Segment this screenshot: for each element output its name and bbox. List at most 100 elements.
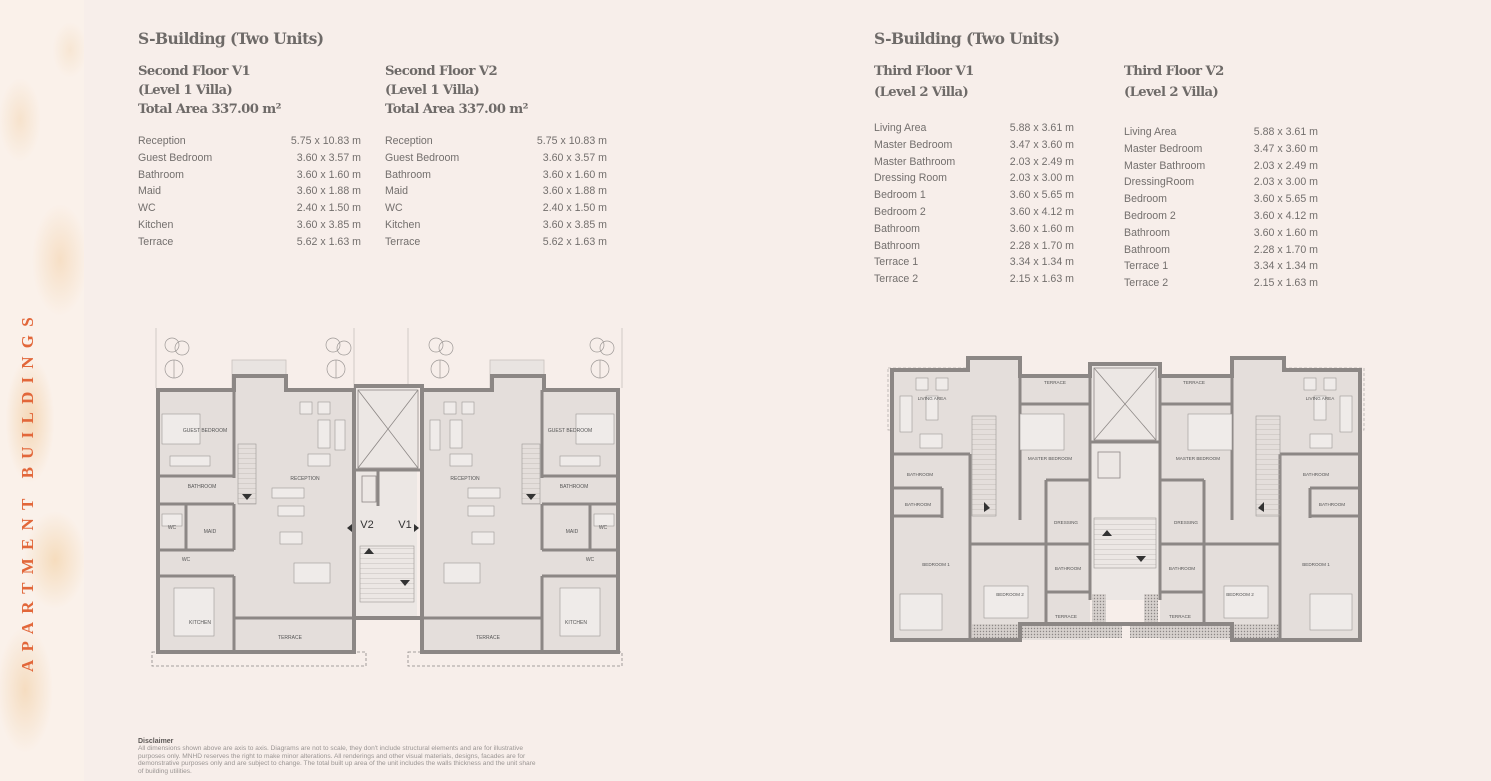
unit-level: (Level 1 Villa) bbox=[385, 83, 480, 98]
floor-plan-second-floor: GUEST BEDROOM BATHROOM RECEPTION MAID WC… bbox=[151, 328, 623, 667]
label-entry-v1: V1 bbox=[398, 519, 411, 531]
label-terrace-v1: TERRACE bbox=[476, 635, 501, 641]
label-maid: MAID bbox=[204, 529, 217, 535]
room-name: Reception bbox=[385, 135, 433, 147]
room-dim: 3.34 x 1.34 m bbox=[1009, 256, 1074, 269]
label-reception-v1: RECEPTION bbox=[450, 476, 480, 482]
room-dim: 3.60 x 4.12 m bbox=[1009, 205, 1074, 218]
room-name: Living Area bbox=[1124, 126, 1177, 138]
room-dim: 3.60 x 1.60 m bbox=[542, 168, 607, 181]
room-name: DressingRoom bbox=[1124, 176, 1195, 189]
room-name: Living Area bbox=[874, 122, 927, 134]
label-wc-v1: WC bbox=[599, 525, 608, 531]
room-name: Terrace bbox=[385, 235, 421, 248]
label-bathroom-v2-2: BATHROOM bbox=[1319, 502, 1345, 507]
room-dim: 3.47 x 3.60 m bbox=[1253, 142, 1318, 155]
room-name: WC bbox=[385, 202, 403, 215]
label-bathroom-3: BATHROOM bbox=[1055, 566, 1081, 571]
room-name: Bedroom bbox=[1124, 193, 1167, 206]
label-dressing: DRESSING bbox=[1054, 520, 1078, 525]
room-name: Master Bedroom bbox=[874, 138, 953, 151]
unit-floor: Third Floor V2 bbox=[1124, 64, 1224, 79]
room-name: Master Bathroom bbox=[874, 155, 956, 168]
room-row: Master Bathroom 2.03 x 2.49 m bbox=[874, 154, 1074, 171]
room-dim: 2.28 x 1.70 m bbox=[1253, 243, 1318, 256]
label-bathroom-v2: BATHROOM bbox=[1303, 472, 1329, 477]
room-dim: 5.75 x 10.83 m bbox=[290, 135, 361, 147]
label-bedroom-2: BEDROOM 2 bbox=[996, 592, 1024, 597]
room-spec-table-third-v1: Living Area 5.88 x 3.61 m Master Bedroom 3… bbox=[874, 120, 1074, 288]
room-dim: 2.15 x 1.63 m bbox=[1009, 273, 1074, 286]
label-master-bedroom: MASTER BEDROOM bbox=[1028, 456, 1072, 461]
label-bedroom-2-v2: BEDROOM 2 bbox=[1226, 592, 1254, 597]
room-dim: 2.28 x 1.70 m bbox=[1009, 239, 1074, 252]
room-dim: 3.60 x 3.57 m bbox=[296, 151, 361, 164]
room-dim: 3.60 x 1.60 m bbox=[296, 168, 361, 181]
label-terrace-bottom-v2: TERRACE bbox=[1169, 614, 1191, 619]
room-row: Living Area 5.88 x 3.61 m bbox=[874, 120, 1074, 137]
room-name: Bedroom 2 bbox=[1124, 209, 1176, 222]
room-row: Terrace 2 2.15 x 1.63 m bbox=[874, 271, 1074, 288]
room-name: Bathroom bbox=[1124, 226, 1170, 239]
room-name: Master Bedroom bbox=[1124, 142, 1203, 155]
room-name: Bedroom 2 bbox=[874, 205, 926, 218]
room-name: Bathroom bbox=[874, 239, 920, 252]
label-bathroom-2: BATHROOM bbox=[905, 502, 931, 507]
right-building-title: S-Building (Two Units) bbox=[874, 29, 1060, 48]
label-guest-bedroom-v1: GUEST BEDROOM bbox=[548, 428, 592, 434]
label-master-bedroom-v2: MASTER BEDROOM bbox=[1176, 456, 1220, 461]
room-dim: 3.60 x 1.88 m bbox=[296, 185, 361, 198]
room-dim: 3.60 x 1.60 m bbox=[1009, 222, 1074, 235]
unit-floor: Second Floor V2 bbox=[385, 64, 498, 79]
room-row: Bedroom 2 3.60 x 4.12 m bbox=[874, 204, 1074, 221]
unit-floor: Third Floor V1 bbox=[874, 64, 974, 79]
room-name: Guest Bedroom bbox=[138, 151, 213, 164]
room-dim: 2.03 x 2.49 m bbox=[1009, 155, 1074, 168]
marble-sidebar-texture bbox=[0, 0, 84, 781]
label-living-area: LIVING AREA bbox=[918, 396, 948, 401]
disclaimer-title: Disclaimer bbox=[138, 738, 174, 745]
room-dim: 3.47 x 3.60 m bbox=[1009, 138, 1074, 151]
label-bedroom-1: BEDROOM 1 bbox=[922, 562, 950, 567]
room-name: Terrace 1 bbox=[1124, 260, 1169, 273]
label-bathroom: BATHROOM bbox=[907, 472, 933, 477]
label-reception: RECEPTION bbox=[290, 476, 320, 482]
room-name: Terrace 2 bbox=[874, 273, 919, 286]
room-dim: 2.03 x 3.00 m bbox=[1009, 172, 1074, 185]
unit-heading-third-v2: Third Floor V2 (Level 2 Villa) bbox=[1124, 62, 1224, 103]
room-name: Kitchen bbox=[385, 218, 421, 231]
label-terrace: TERRACE bbox=[278, 635, 303, 641]
label-wc-2: WC bbox=[182, 557, 191, 563]
room-dim: 5.88 x 3.61 m bbox=[1009, 122, 1074, 134]
room-name: Bathroom bbox=[1124, 243, 1170, 256]
room-name: Kitchen bbox=[138, 218, 174, 231]
unit-level: (Level 2 Villa) bbox=[874, 84, 969, 100]
room-row: Bathroom 2.28 x 1.70 m bbox=[874, 238, 1074, 255]
label-bathroom: BATHROOM bbox=[188, 484, 217, 490]
room-dim: 5.62 x 1.63 m bbox=[542, 235, 607, 248]
room-dim: 2.03 x 2.49 m bbox=[1253, 159, 1318, 172]
room-row: Master Bedroom 3.47 x 3.60 m bbox=[1124, 141, 1318, 158]
room-dim: 2.40 x 1.50 m bbox=[296, 202, 361, 215]
label-terrace-top: TERRACE bbox=[1044, 380, 1066, 385]
label-kitchen-v1: KITCHEN bbox=[565, 620, 587, 626]
label-wc-v1-2: WC bbox=[586, 557, 595, 563]
room-name: Guest Bedroom bbox=[385, 151, 460, 164]
disclaimer: Disclaimer All dimensions shown above ar… bbox=[138, 738, 538, 781]
